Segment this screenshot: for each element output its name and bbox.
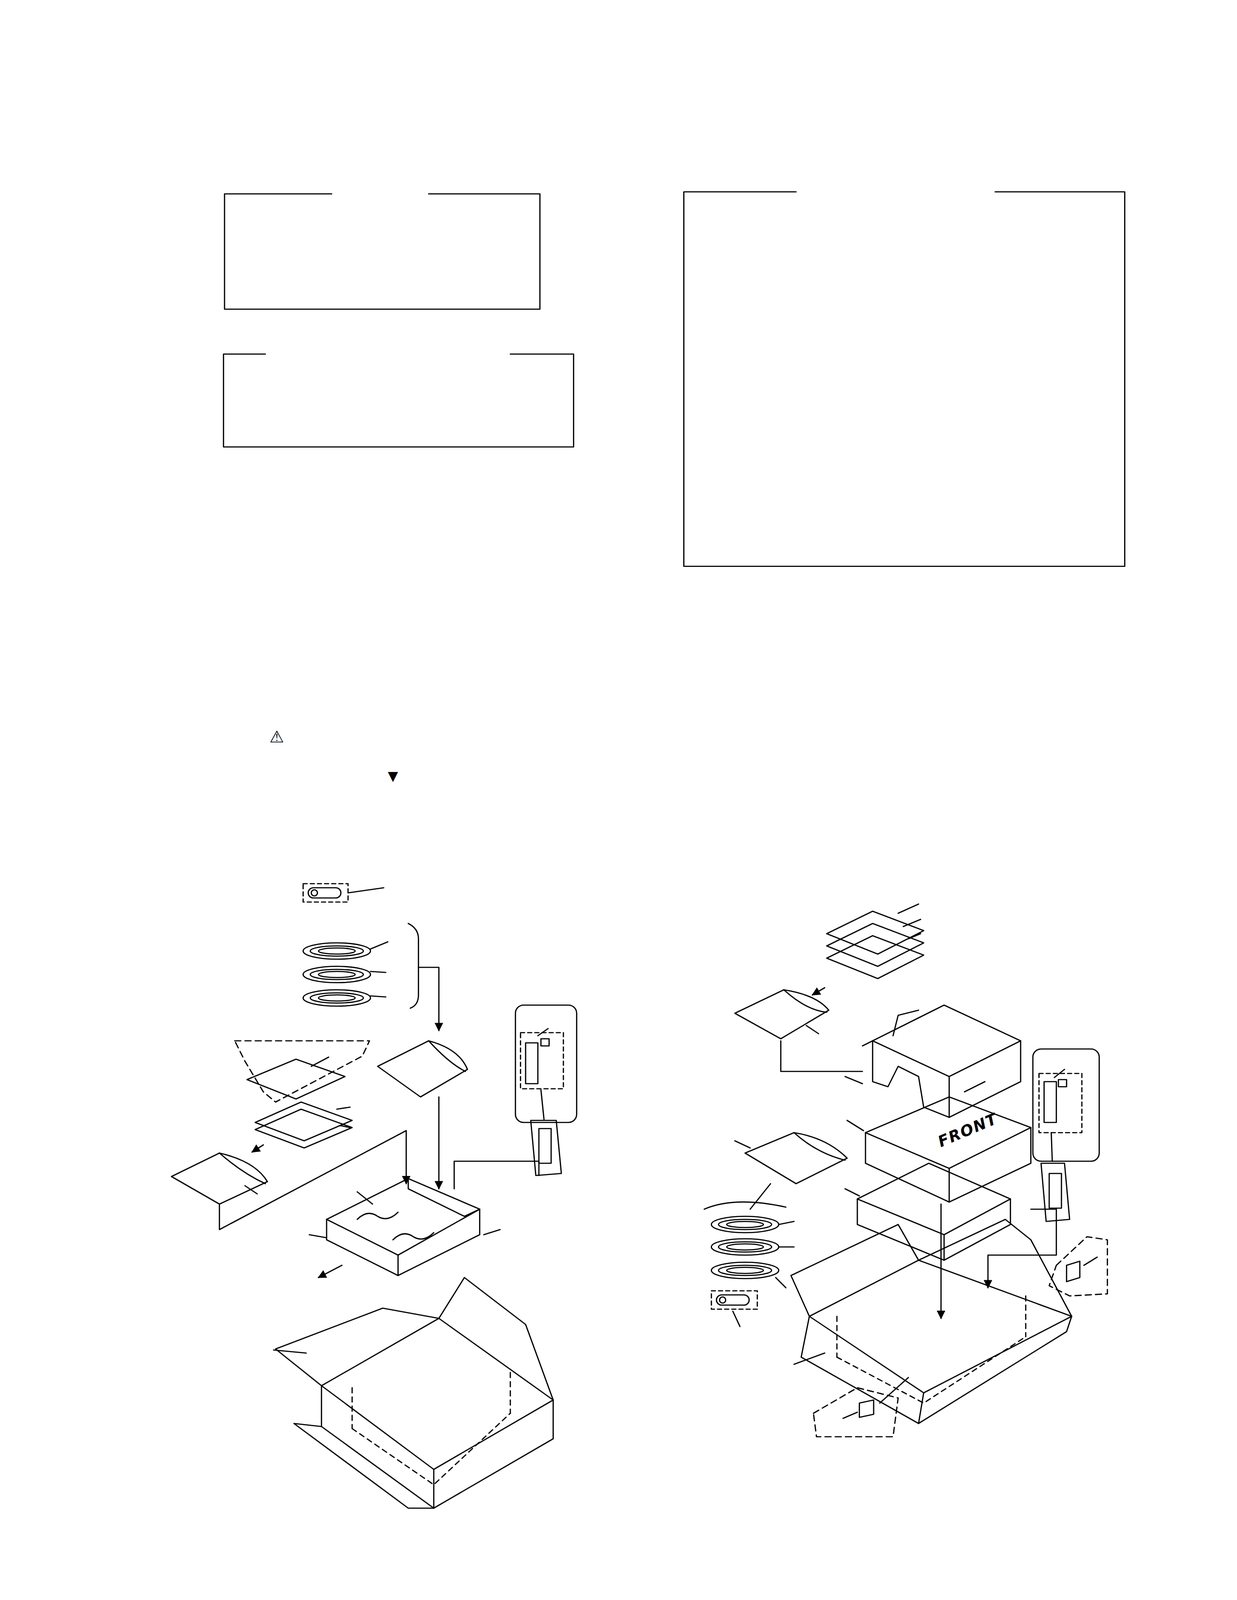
left-packing — [171, 884, 577, 1509]
warning-symbol: ⚠ — [269, 728, 284, 746]
triangle-marker: ▼ — [387, 769, 399, 783]
frame — [684, 191, 1125, 567]
right-packing — [704, 904, 1108, 1438]
frame — [224, 194, 540, 310]
box-marking: FRONT — [935, 1111, 1000, 1150]
frame — [223, 354, 574, 448]
